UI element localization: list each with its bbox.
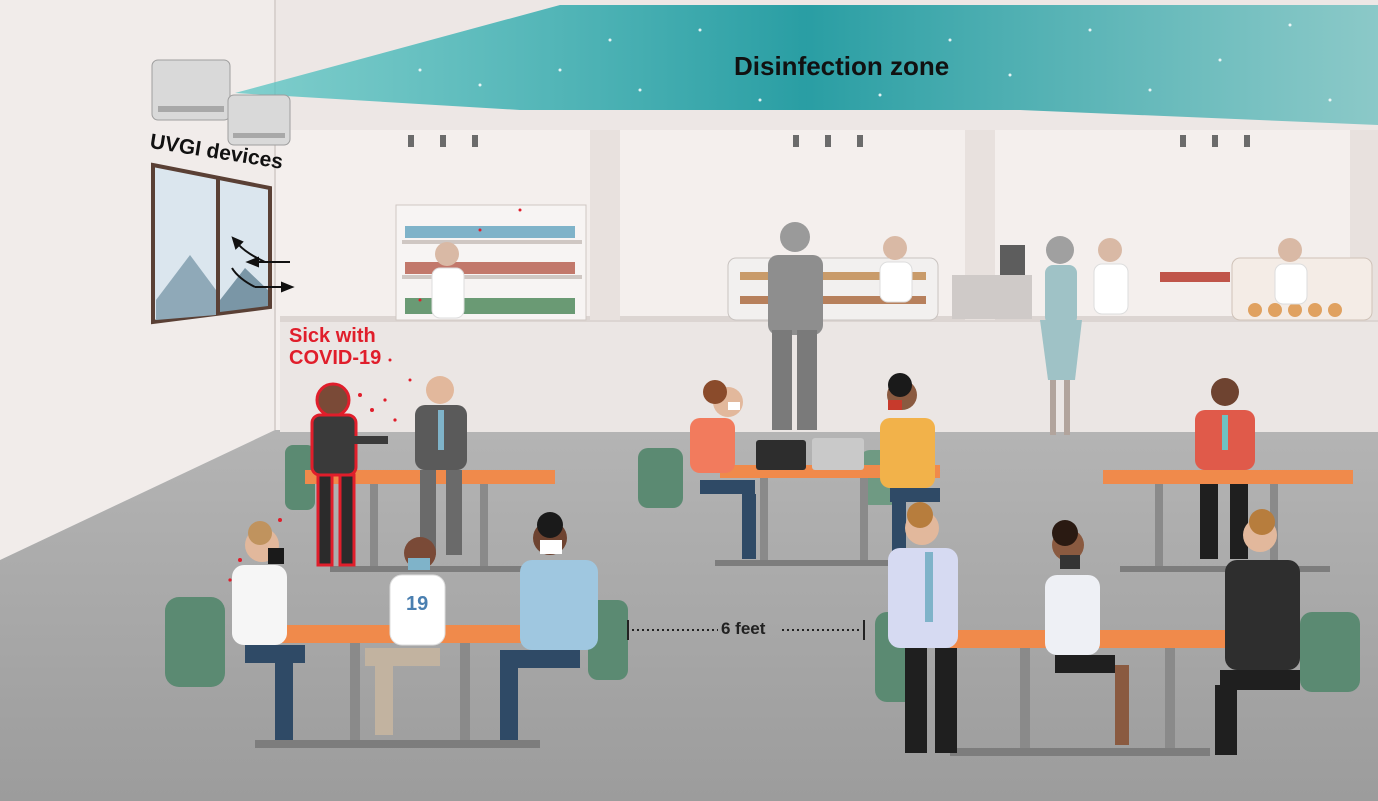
- customer-standing: [768, 222, 823, 430]
- man-in-suit: [415, 376, 467, 555]
- disinfection-particles: [418, 23, 1332, 102]
- chef-right: [1274, 238, 1308, 305]
- woman-in-jersey: [365, 537, 446, 735]
- man-in-denim-shirt: [500, 512, 598, 740]
- sick-label-line2: COVID-19: [289, 347, 382, 369]
- chef-center: [879, 236, 913, 303]
- sick-with-covid-label: Sick with COVID-19: [289, 325, 381, 369]
- ceiling-lamps: [408, 135, 1250, 147]
- woman-with-patterned-mask: [1045, 520, 1129, 745]
- disinfection-zone-label: Disinfection zone: [734, 51, 950, 81]
- dessert-display: [1160, 257, 1373, 321]
- distance-marker: [627, 620, 865, 640]
- server-right: [1093, 238, 1129, 315]
- window: [151, 162, 272, 325]
- woman-at-counter: [1040, 236, 1082, 435]
- airflow-arrows: [231, 236, 295, 293]
- uvgi-device-lower: [227, 94, 291, 146]
- sick-label-line1: Sick with: [289, 325, 376, 347]
- jersey-number: 19: [406, 593, 428, 615]
- coffee-station: [952, 245, 1032, 319]
- laptop-2: [812, 438, 864, 470]
- chef-left: [431, 242, 465, 319]
- man-with-beard: [232, 521, 305, 740]
- distance-label: 6 feet: [721, 619, 766, 638]
- man-in-red-jacket: [1195, 378, 1255, 559]
- grocery-shelf: [395, 204, 587, 321]
- man-with-red-mask: [880, 373, 940, 560]
- laptop: [756, 440, 806, 470]
- man-with-drink: [888, 502, 958, 753]
- man-in-dark-suit: [1215, 509, 1300, 755]
- woman-with-laptop: [690, 380, 756, 559]
- uvgi-device-upper: [151, 59, 231, 121]
- disinfection-zone-beam: [235, 5, 1378, 125]
- sick-person: [310, 382, 388, 567]
- left-wall: [0, 0, 275, 560]
